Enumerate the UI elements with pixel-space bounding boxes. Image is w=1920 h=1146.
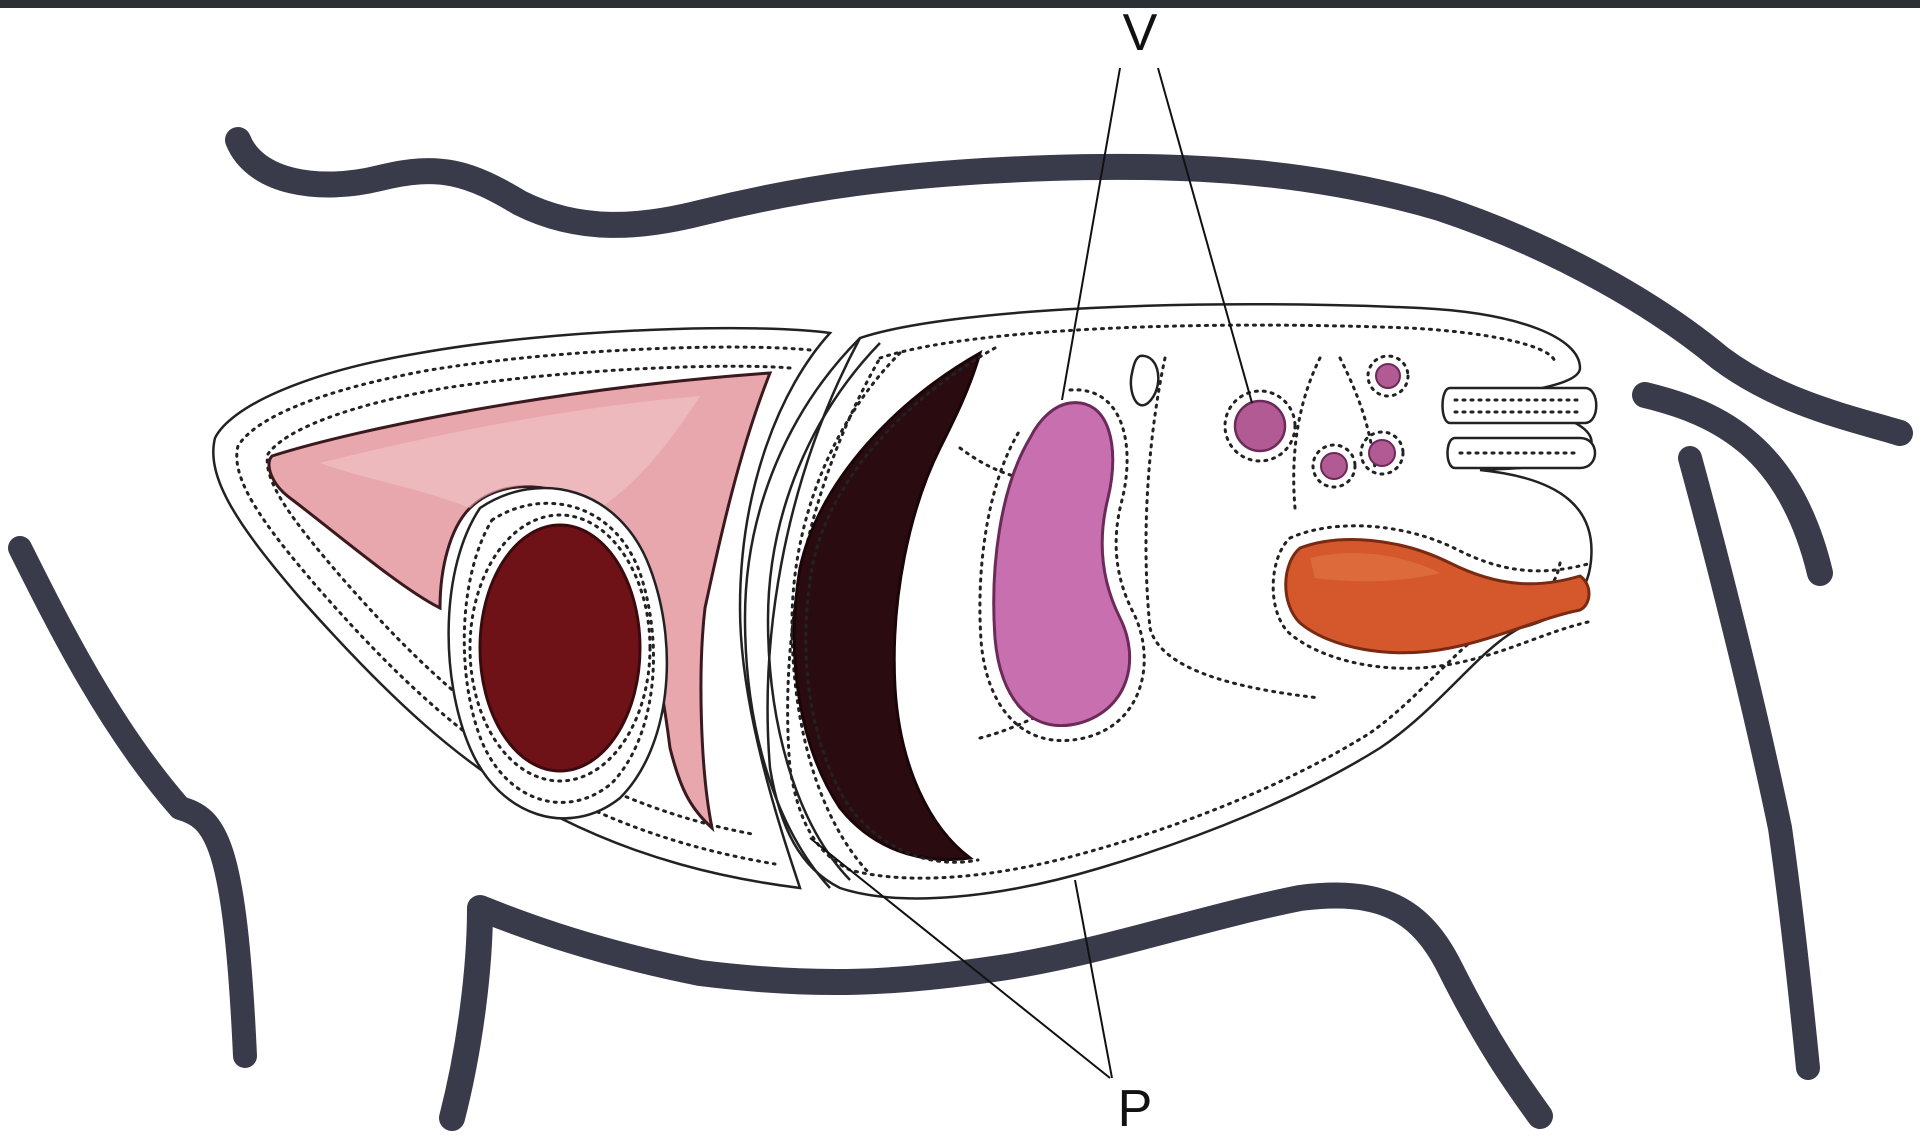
label-p: P [1118, 1080, 1153, 1138]
diagram: V P [0, 8, 1920, 1146]
front-leg-outline-lower [1690, 458, 1808, 1068]
diagram-canvas: V P [0, 8, 1920, 1146]
label-v: V [1123, 8, 1158, 62]
leader-line-p-right [1075, 880, 1112, 1078]
nodule [1369, 440, 1395, 466]
rear-leg-outline [20, 548, 245, 1056]
belly-outline [452, 896, 1540, 1118]
front-leg-outline [1645, 395, 1820, 573]
kidney [1235, 401, 1285, 451]
heart [480, 525, 640, 771]
top-bar [0, 0, 1920, 8]
gut-loop [1443, 388, 1597, 423]
nodule [1376, 364, 1400, 388]
nodule [1321, 453, 1347, 479]
